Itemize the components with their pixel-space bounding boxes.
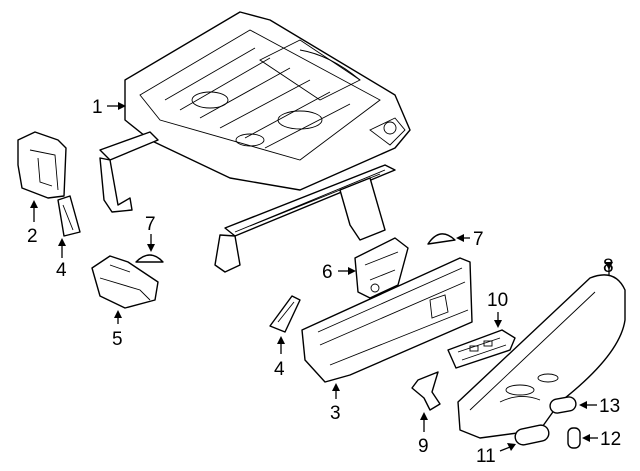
callout-4-center: 4 <box>274 336 285 380</box>
part-4-trim-piece-center <box>269 295 301 333</box>
callout-label-1: 1 <box>92 97 103 118</box>
callout-label-7b: 7 <box>473 229 484 250</box>
part-12-small-knob <box>567 427 581 449</box>
callout-label-7a: 7 <box>145 214 156 235</box>
callout-7-left: 7 <box>145 214 156 252</box>
callout-11: 11 <box>476 443 516 467</box>
callout-8: 8 <box>603 256 614 277</box>
callout-label-10: 10 <box>487 290 508 311</box>
callout-10: 10 <box>487 290 508 328</box>
callout-label-4a: 4 <box>56 260 67 281</box>
part-11-handle <box>514 424 550 446</box>
callout-label-13: 13 <box>599 396 620 417</box>
part-2-side-shield <box>17 131 67 199</box>
part-3-outer-shield <box>301 257 473 383</box>
callout-9: 9 <box>418 412 429 457</box>
callout-label-8: 8 <box>603 256 614 277</box>
callout-label-11: 11 <box>476 446 496 467</box>
callout-7-right: 7 <box>456 229 484 250</box>
part-7-cap-right <box>427 233 456 245</box>
callout-1: 1 <box>92 97 126 118</box>
part-7-cap-left <box>135 254 164 263</box>
callout-label-9: 9 <box>418 436 429 457</box>
callout-5: 5 <box>112 310 123 350</box>
part-4-trim-piece-left <box>57 195 81 237</box>
part-1-seat-frame <box>99 11 411 273</box>
callout-label-4b: 4 <box>274 359 285 380</box>
part-6-bracket <box>354 237 409 299</box>
callout-2: 2 <box>27 200 38 247</box>
part-10-switch <box>447 329 516 369</box>
callout-label-5: 5 <box>112 329 123 350</box>
callout-12: 12 <box>582 429 621 450</box>
callout-label-12: 12 <box>600 429 621 450</box>
callout-6: 6 <box>322 262 356 283</box>
part-5-lower-shield <box>91 255 159 309</box>
callout-label-3: 3 <box>330 403 341 424</box>
part-9-wire-bracket <box>411 371 441 411</box>
callout-label-2: 2 <box>27 226 38 247</box>
callout-4-left: 4 <box>56 238 67 281</box>
callout-13: 13 <box>579 396 620 417</box>
part-13-knob <box>549 396 577 414</box>
callout-label-6: 6 <box>322 262 333 283</box>
callout-3: 3 <box>330 383 341 424</box>
